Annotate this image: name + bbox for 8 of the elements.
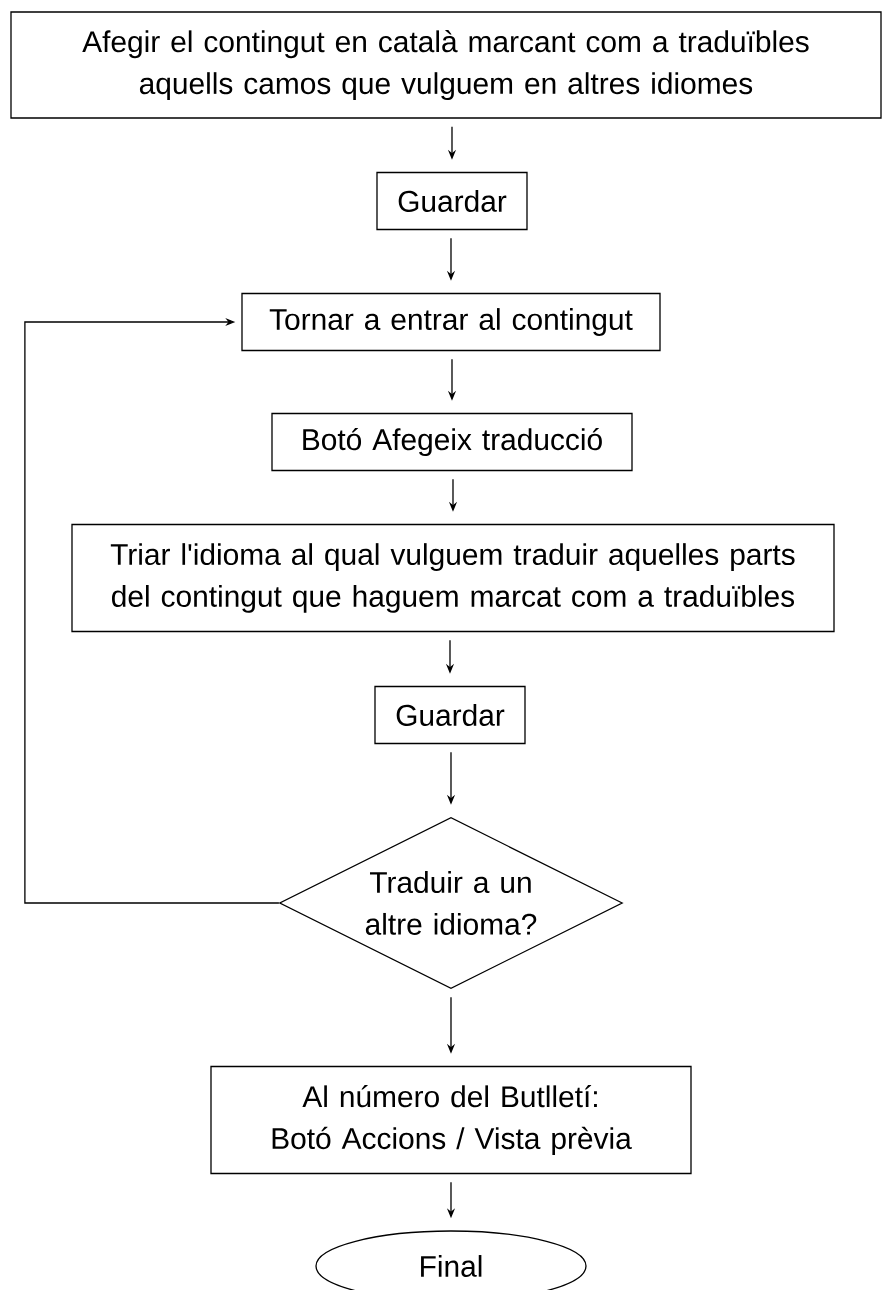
process-box: Guardar — [374, 685, 526, 745]
arrow — [24, 317, 280, 904]
process-box: Al número del Butlletí: Botó Accions / Vista prèvia — [210, 1065, 692, 1175]
process-box: Guardar — [376, 171, 528, 231]
process-box: Triar l'idioma al qual vulguem traduir aquelles parts del contingut que haguem marcat com a traduïbles — [71, 523, 835, 633]
process-box: Tornar a entrar al contingut — [241, 292, 661, 352]
process-box: Botó Afegeix traducció — [271, 412, 633, 472]
process-box: Afegir el contingut en català marcant com a traduïbles aquells camos que vulguem en altres idiomes — [10, 11, 882, 119]
